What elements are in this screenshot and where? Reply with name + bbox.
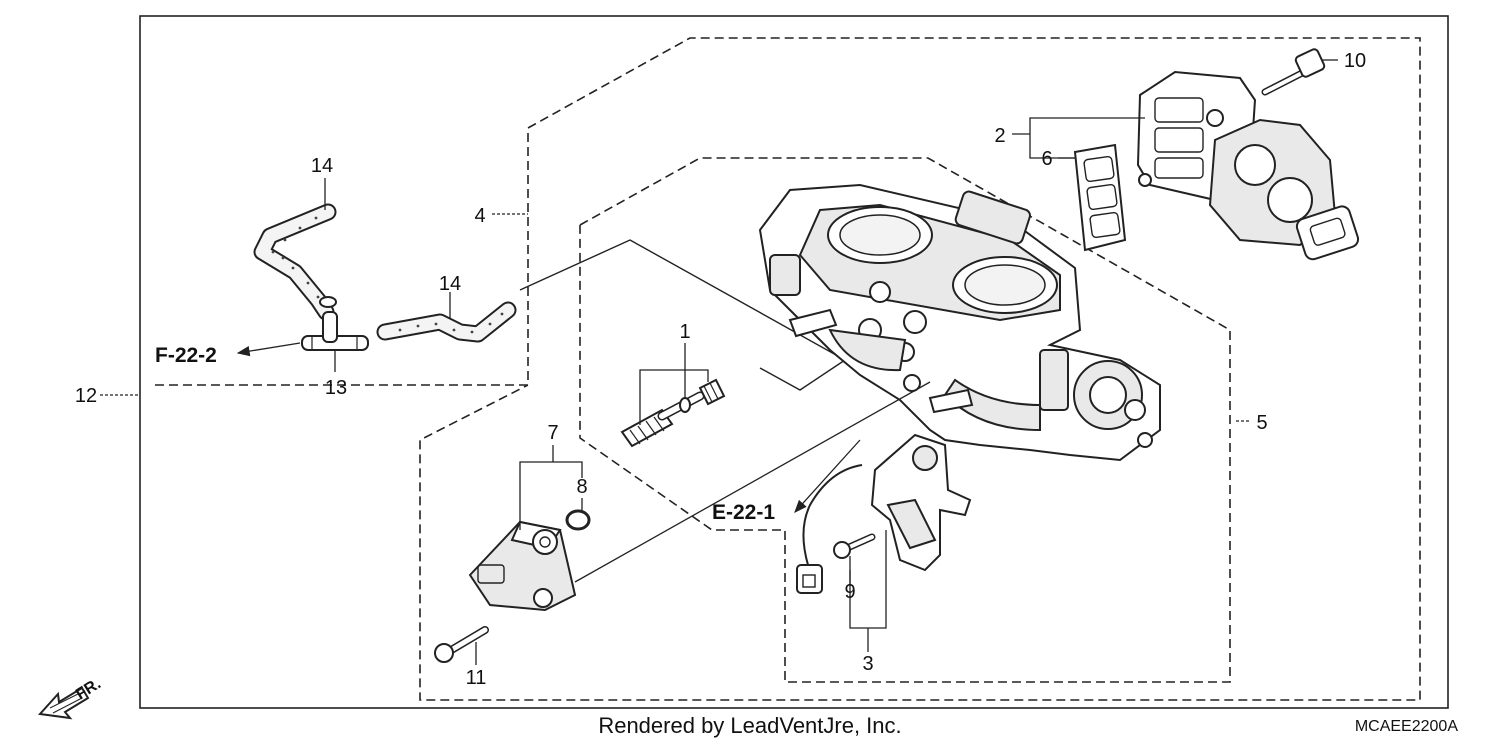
callout-14-lower: 14 <box>439 273 461 295</box>
rendered-by-credit: Rendered by LeadVentJre, Inc. <box>598 713 901 738</box>
bolt-10 <box>1261 48 1326 96</box>
hose-14-upper <box>253 203 337 321</box>
front-direction-arrow-icon <box>37 686 90 720</box>
callout-10: 10 <box>1344 50 1366 72</box>
callout-8: 8 <box>576 476 587 498</box>
callout-9: 9 <box>844 581 855 603</box>
assembly-4-boundary <box>155 37 1421 701</box>
callout-3: 3 <box>862 653 873 675</box>
callout-12: 12 <box>75 385 97 407</box>
callout-14-upper: 14 <box>311 155 333 177</box>
callout-7: 7 <box>547 422 558 444</box>
gasket-6 <box>1073 143 1127 252</box>
ref-f-22-2: F-22-2 <box>155 344 217 367</box>
t-fitting-13 <box>301 311 369 351</box>
bolt-11 <box>434 626 489 663</box>
callout-1: 1 <box>679 321 690 343</box>
callout-4: 4 <box>474 205 485 227</box>
callout-13: 13 <box>325 377 347 399</box>
callout-2: 2 <box>994 125 1005 147</box>
throttle-body <box>758 183 1161 462</box>
hose-14-lower <box>376 301 517 343</box>
map-sensor-7 <box>468 509 591 612</box>
callout-5: 5 <box>1256 412 1267 434</box>
callout-6: 6 <box>1041 148 1052 170</box>
outer-frame <box>139 15 1449 709</box>
throttle-position-sensor-3 <box>796 433 972 594</box>
idle-air-valve <box>1136 70 1360 261</box>
diagram-code: MCAEE2200A <box>1355 718 1458 735</box>
screw-seal-kit-1 <box>620 378 726 448</box>
ref-e-22-1: E-22-1 <box>712 501 775 524</box>
screw-9 <box>833 533 876 559</box>
leader-lines <box>100 59 1338 665</box>
callout-11: 11 <box>466 667 487 689</box>
